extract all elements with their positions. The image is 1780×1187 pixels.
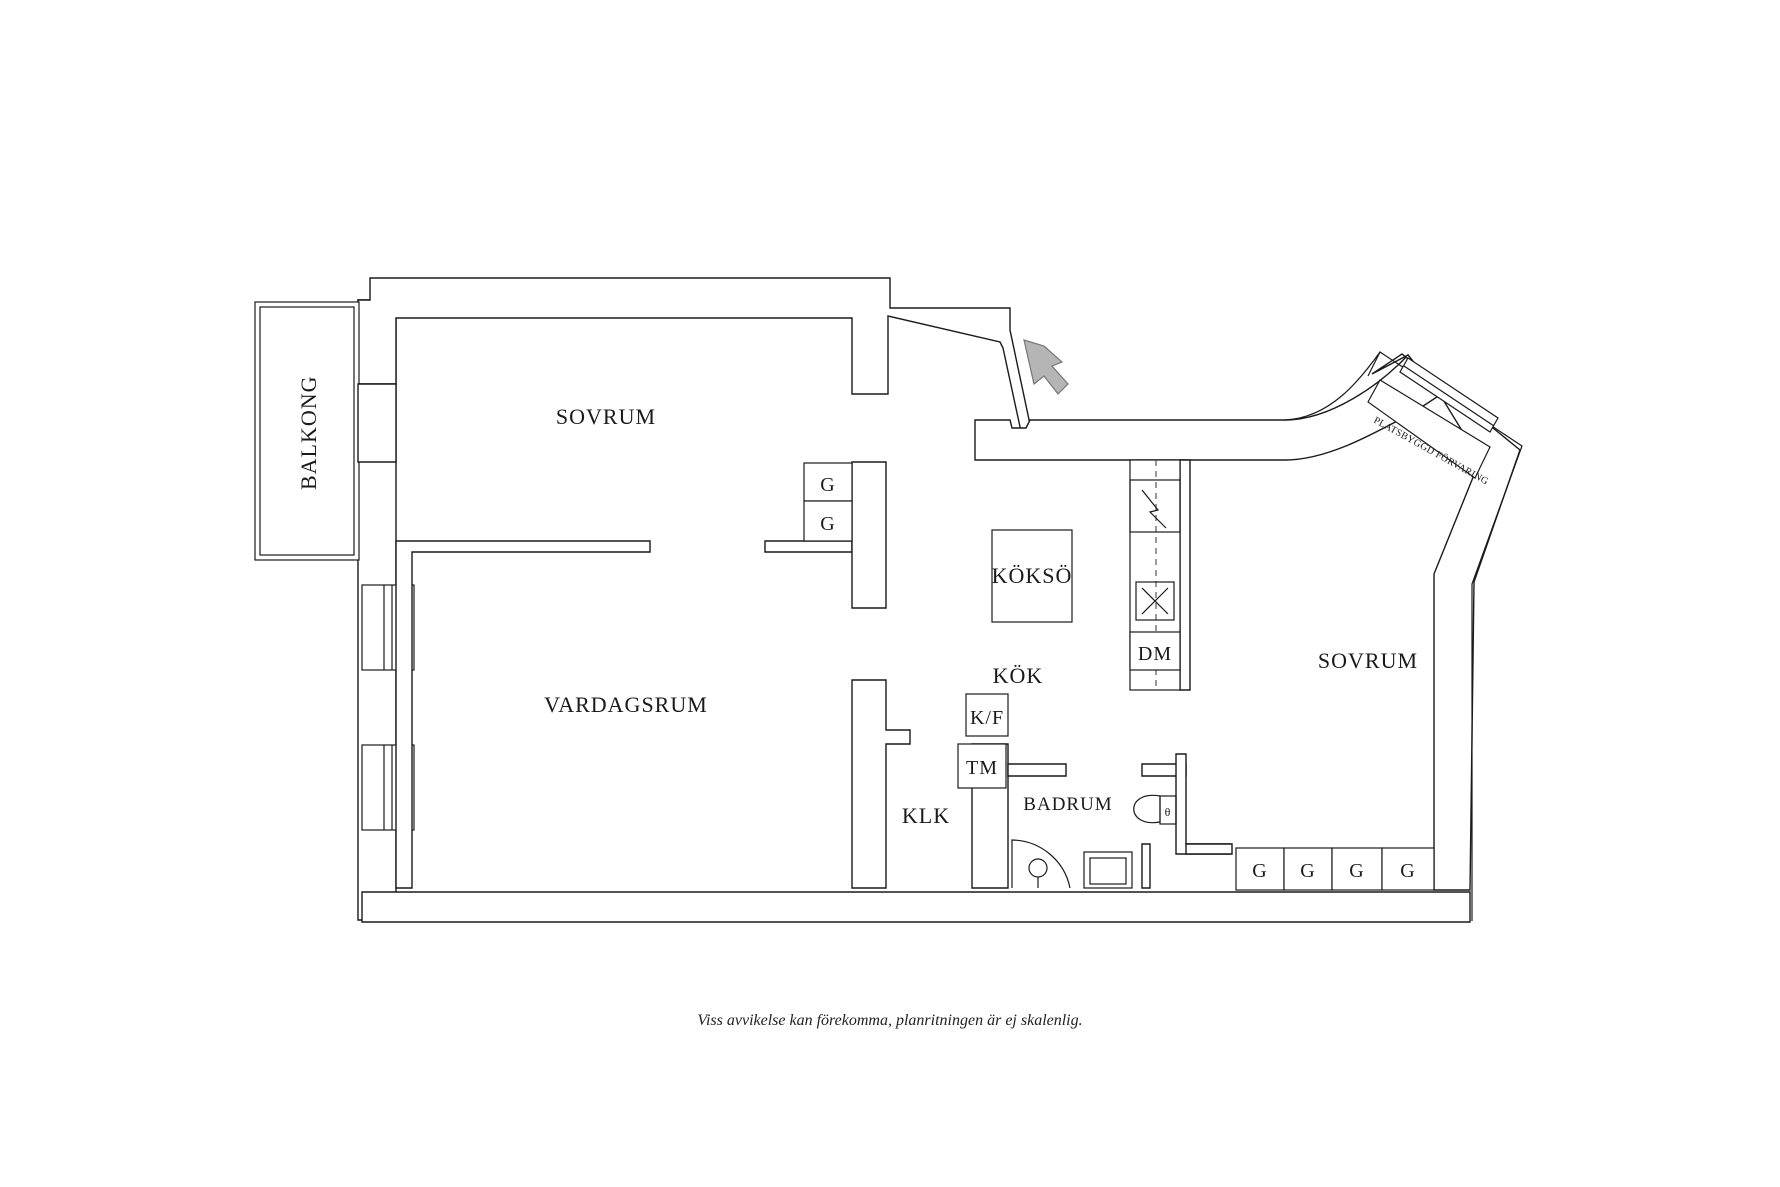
wall-bedroom-living-left [395,540,651,889]
room-label-sovrum-2: SOVRUM [1318,648,1418,673]
closet-label: G [1349,860,1364,882]
wc-symbol: θ [1165,805,1172,819]
closet-label: G [820,513,835,535]
balkong-label: BALKONG [296,375,321,490]
kf-label: K/F [970,707,1004,729]
wall-bath-right [1175,753,1231,855]
tm-label: TM [966,757,998,779]
sink-icon [1135,581,1175,621]
shower-icon [1011,839,1071,889]
kitchen-island: KÖKSÖ [991,529,1073,623]
balcony: BALKONG [254,301,360,561]
closet-right-3: G [1331,847,1383,891]
wall-closet-column [851,461,887,609]
closet-right-1: G [1235,847,1285,891]
room-label-badrum: BADRUM [1023,794,1112,815]
bathroom-fixtures: θ [1011,794,1177,889]
dryer: TM [957,743,1007,789]
wall-bedroom-bottom-left [1185,843,1233,855]
closet-right-2: G [1283,847,1333,891]
outer-wall-bottom [361,891,1471,923]
wall-bath-right-lower [1141,843,1151,889]
closet-label: G [820,474,835,496]
closet-left-upper: G [803,462,853,502]
closet-label: G [1300,860,1315,882]
room-label-sovrum-1: SOVRUM [556,404,656,429]
entrance-arrow-icon [1023,339,1069,395]
dishwasher [1129,631,1181,671]
closet-left-lower: G [803,500,853,542]
outer-wall-top-left [357,277,1036,451]
closet-right-4: G [1381,847,1435,891]
kitchen-counter: DM [1129,459,1181,691]
closet-label: G [1252,860,1267,882]
wall-bedroom-left-notch [357,383,397,463]
room-label-vardagsrum: VARDAGSRUM [544,692,708,717]
fridge-freezer: K/F [965,693,1009,737]
room-label-kok: KÖK [993,663,1044,688]
wall-living-right [851,679,911,889]
sink-bath-icon [1083,851,1133,889]
disclaimer-text: Viss avvikelse kan förekomma, planritnin… [697,1012,1083,1029]
koksö-label: KÖKSÖ [992,563,1073,588]
wall-bath-top [1007,763,1067,777]
room-label-klk: KLK [902,803,950,828]
dm-label: DM [1138,643,1172,665]
wall-kitchen-bedroom [1179,459,1191,691]
wall-bedroom-living-right [764,540,853,553]
closet-label: G [1400,860,1415,882]
toilet-icon [1133,794,1161,824]
